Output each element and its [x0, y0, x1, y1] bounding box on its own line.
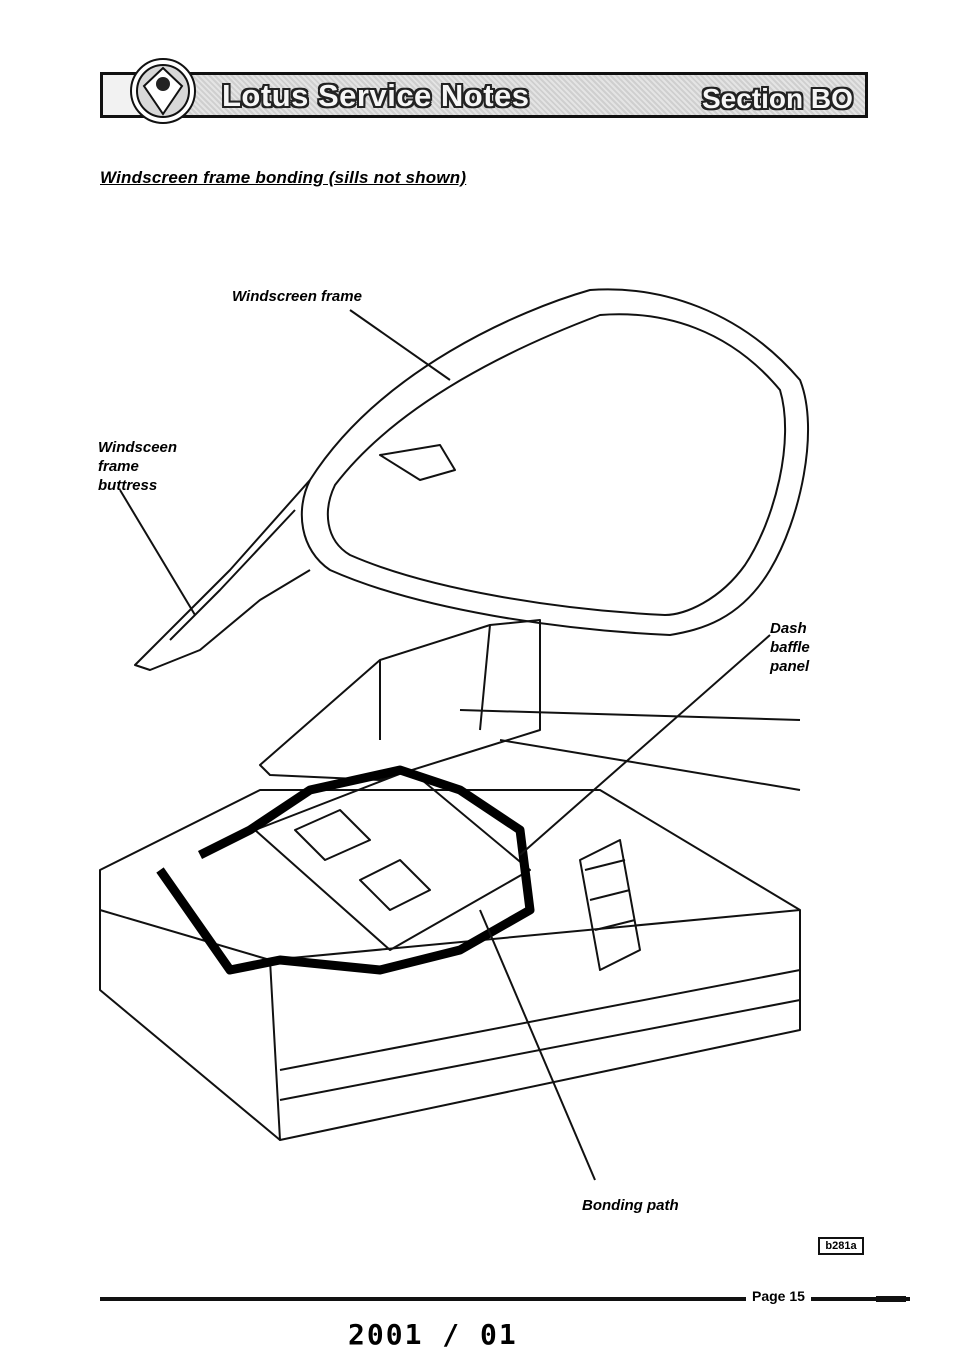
reference-code: b281a	[818, 1237, 864, 1255]
header-banner	[100, 72, 868, 118]
windscreen-frame-diagram	[99, 288, 810, 1181]
header-title: Lotus Service Notes	[222, 78, 530, 113]
buttress-outline	[134, 479, 311, 671]
dash-baffle-ribs	[379, 624, 491, 740]
label-dash-baffle-panel: Dash baffle panel	[770, 620, 810, 675]
chassis-upper-rails	[459, 709, 801, 791]
chassis-lower-rails	[279, 969, 801, 1101]
footer-rule	[100, 1296, 910, 1302]
dash-baffle-panel	[259, 619, 541, 781]
leader-dash-baffle	[519, 634, 771, 856]
floor-panel	[254, 769, 531, 951]
label-frame-buttress: Windsceen frame buttress	[98, 439, 178, 494]
frame-bracket	[379, 444, 456, 481]
label-bonding-path: Bonding path	[582, 1197, 679, 1214]
windscreen-frame-outer	[300, 288, 810, 636]
bonding-path-line	[156, 765, 535, 975]
leader-bonding-path	[479, 909, 596, 1181]
footer-page-number: Page 15	[746, 1288, 811, 1304]
lotus-logo-icon	[130, 58, 196, 124]
chassis-sill-line	[269, 909, 801, 961]
header-section: Section BO	[702, 83, 853, 114]
dash-bracket	[579, 839, 641, 971]
windscreen-frame-inner	[326, 313, 787, 616]
page-heading: Windscreen frame bonding (sills not show…	[100, 168, 467, 187]
chassis-front	[99, 870, 281, 1141]
chassis-tub	[99, 789, 801, 1141]
footer-date: 2001 / 01	[348, 1318, 518, 1351]
leader-buttress	[119, 489, 196, 616]
leader-windscreen-frame	[349, 309, 451, 381]
label-windscreen-frame: Windscreen frame	[232, 288, 362, 305]
buttress-edge	[169, 509, 296, 641]
floor-panel-cutouts	[294, 809, 431, 911]
dash-bracket-ribs	[584, 859, 636, 931]
